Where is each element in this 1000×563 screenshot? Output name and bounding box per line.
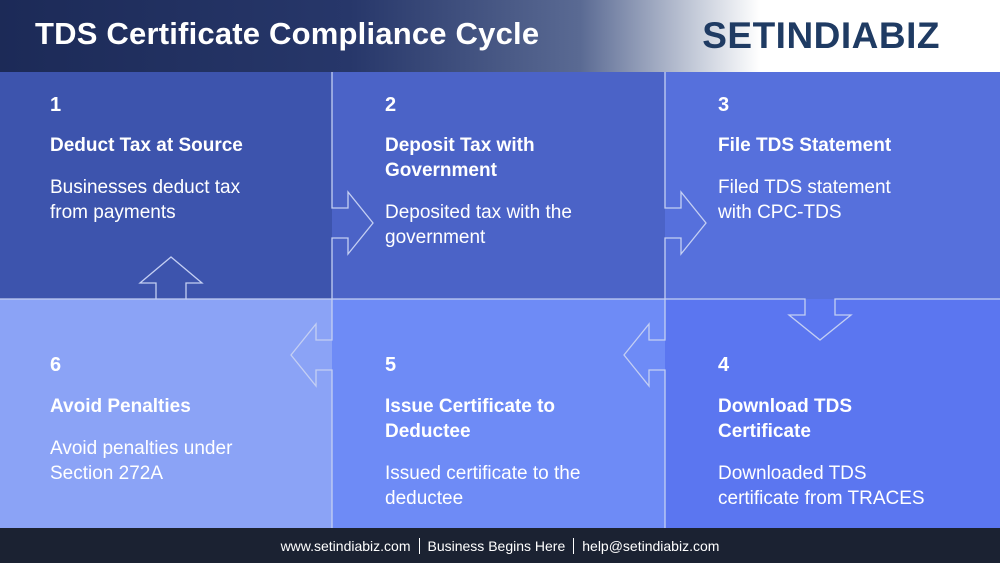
arrow-right-icon bbox=[664, 72, 707, 299]
step-number: 3 bbox=[718, 94, 730, 116]
flow-arrows bbox=[0, 72, 1000, 528]
footer-bar: www.setindiabiz.com Business Begins Here… bbox=[0, 528, 1000, 563]
step-heading: File TDS Statement bbox=[718, 135, 892, 156]
step-description: from payments bbox=[50, 202, 176, 223]
step-description: Issued certificate to the bbox=[385, 463, 581, 484]
step-number: 5 bbox=[385, 354, 397, 376]
step-number: 2 bbox=[385, 94, 397, 116]
step-description: Downloaded TDS bbox=[718, 463, 867, 484]
header-banner: TDS Certificate Compliance Cycle SETINDI… bbox=[0, 0, 1000, 72]
step-4-panel: 4 Download TDS Certificate Downloaded TD… bbox=[665, 299, 1000, 528]
arrow-right-icon bbox=[331, 72, 374, 299]
step-heading: Deduct Tax at Source bbox=[50, 135, 243, 156]
footer-website-link[interactable]: www.setindiabiz.com bbox=[280, 537, 411, 554]
page-title: TDS Certificate Compliance Cycle bbox=[35, 16, 540, 51]
step-number: 4 bbox=[718, 354, 730, 376]
brand-logo: SETINDIABIZ bbox=[702, 15, 940, 56]
step-description: with CPC-TDS bbox=[718, 202, 842, 223]
arrow-left-icon bbox=[290, 299, 333, 528]
step-3-panel: 3 File TDS Statement Filed TDS statement… bbox=[665, 72, 1000, 299]
step-description: certificate from TRACES bbox=[718, 488, 925, 509]
step-heading: Download TDS Certificate bbox=[718, 396, 853, 442]
arrow-down-icon bbox=[665, 298, 1000, 341]
step-description: Section 272A bbox=[50, 463, 164, 484]
step-description: deductee bbox=[385, 488, 464, 509]
arrow-left-icon bbox=[623, 299, 666, 528]
step-description: Filed TDS statement bbox=[718, 177, 891, 198]
step-5-panel: 5 Issue Certificate to Deductee Issued c… bbox=[332, 299, 665, 528]
step-6-panel: 6 Avoid Penalties Avoid penalties under … bbox=[0, 299, 332, 528]
step-heading: Deposit Tax with Government bbox=[385, 135, 535, 181]
step-description: government bbox=[385, 227, 486, 248]
step-heading: Avoid Penalties bbox=[50, 396, 191, 417]
footer-separator bbox=[573, 537, 575, 554]
footer-separator bbox=[418, 537, 420, 554]
step-number: 1 bbox=[50, 94, 62, 116]
step-description: Avoid penalties under bbox=[50, 438, 233, 459]
step-number: 6 bbox=[50, 354, 62, 376]
arrow-up-icon bbox=[0, 256, 204, 300]
step-2-panel: 2 Deposit Tax with Government Deposited … bbox=[332, 72, 665, 299]
footer-tagline: Business Begins Here bbox=[427, 537, 566, 554]
cycle-grid: 1 Deduct Tax at Source Businesses deduct… bbox=[0, 72, 1000, 528]
footer-email-link[interactable]: help@setindiabiz.com bbox=[582, 537, 720, 554]
step-heading: Issue Certificate to Deductee bbox=[385, 396, 555, 442]
step-description: Businesses deduct tax bbox=[50, 177, 241, 198]
step-description: Deposited tax with the bbox=[385, 202, 572, 223]
